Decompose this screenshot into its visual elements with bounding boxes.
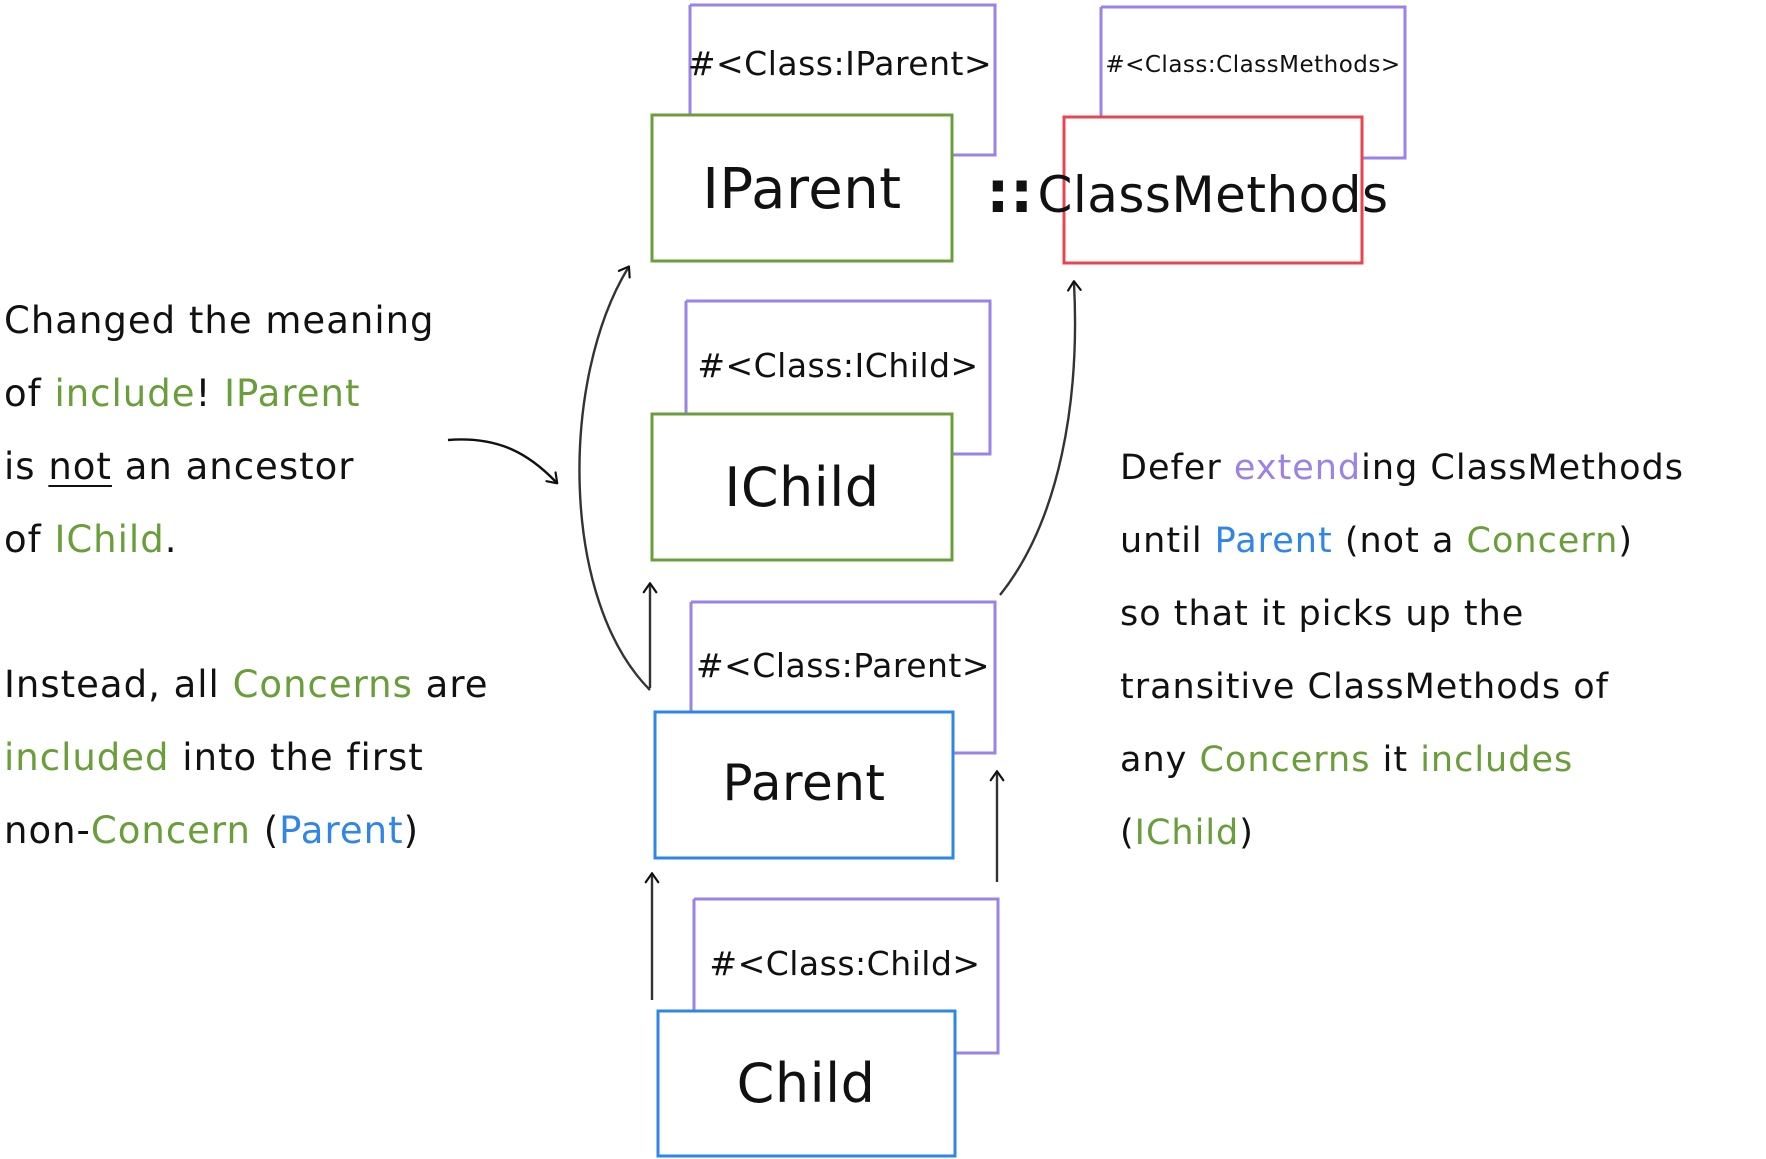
note-text: ): [403, 809, 420, 852]
note-keyword-concerns: Concerns: [1199, 740, 1371, 780]
note-text: non-: [4, 809, 91, 852]
parent-metaclass-label: #<Class:Parent>: [696, 646, 990, 685]
parent-label: Parent: [722, 754, 885, 812]
note-text: it: [1370, 740, 1421, 780]
ichild-box: [650, 412, 954, 562]
right-note-line: (IChild): [1120, 797, 1684, 870]
right-note: Defer extending ClassMethods until Paren…: [1120, 432, 1684, 870]
parent-box: [653, 710, 955, 860]
note-text: ): [1239, 813, 1254, 853]
note-keyword-ichild: IChild: [1134, 813, 1240, 853]
note-text: any: [1120, 740, 1200, 780]
ichild-label: IChild: [724, 456, 879, 519]
note-text: until: [1120, 521, 1215, 561]
right-note-line: Defer extending ClassMethods: [1120, 432, 1684, 505]
note-keyword-includes: includes: [1420, 740, 1574, 780]
arrow-parent-to-iparent: [578, 265, 651, 691]
note-keyword-concern: Concern: [90, 809, 251, 852]
classmethods-box: [1062, 115, 1364, 265]
note-text: ing ClassMethods: [1361, 448, 1684, 488]
left-note-line: of IChild.: [4, 503, 435, 576]
parent-group: #<Class:Parent> Parent: [653, 600, 997, 860]
left-note: Changed the meaning of include! IParent …: [4, 284, 435, 576]
note-text: .: [164, 518, 178, 561]
child-metaclass-label: #<Class:Child>: [709, 944, 980, 983]
right-note-line: any Concerns it includes: [1120, 724, 1684, 797]
note-keyword-ichild: IChild: [54, 518, 165, 561]
left-note-line: included into the first: [4, 721, 489, 794]
note-text: (: [250, 809, 280, 852]
note-text: is: [4, 445, 49, 488]
iparent-label: IParent: [702, 157, 901, 222]
note-text: into the first: [169, 736, 424, 779]
note-text: Instead, all: [4, 663, 233, 706]
note-text: of: [4, 372, 55, 415]
classmethods-group: #<Class:ClassMethods> ClassMethods: [1037, 5, 1407, 265]
arrow-note-to-ichild: [447, 438, 559, 485]
note-keyword-parent: Parent: [279, 809, 404, 852]
child-group: #<Class:Child> Child: [656, 897, 1000, 1158]
note-text: (not a: [1332, 521, 1467, 561]
note-text: an ancestor: [111, 445, 355, 488]
child-label: Child: [737, 1052, 876, 1115]
iparent-box: [650, 113, 954, 263]
note-keyword-iparent: IParent: [224, 372, 361, 415]
classmethods-metaclass-box: [1099, 5, 1407, 160]
note-keyword-concern: Concern: [1466, 521, 1619, 561]
right-note-line: so that it picks up the: [1120, 594, 1525, 634]
note-text: (: [1120, 813, 1135, 853]
ichild-metaclass-label: #<Class:IChild>: [697, 346, 978, 385]
note-text: !: [195, 372, 225, 415]
iparent-group: #<Class:IParent> IParent: [650, 3, 997, 263]
note-keyword-included: included: [4, 736, 170, 779]
classmethods-metaclass-label: #<Class:ClassMethods>: [1105, 52, 1400, 78]
scope-operator: ::: [986, 158, 1033, 226]
classmethods-label: ClassMethods: [1037, 166, 1388, 224]
note-text: ): [1618, 521, 1633, 561]
note-text: Defer: [1120, 448, 1234, 488]
ichild-metaclass-box: [684, 299, 992, 456]
note-keyword-include: include: [54, 372, 196, 415]
note-text: of: [4, 518, 55, 561]
left-note-line: Changed the meaning: [4, 299, 435, 342]
note-keyword-parent: Parent: [1214, 521, 1333, 561]
note-keyword-extend: extend: [1233, 448, 1362, 488]
note-text: are: [412, 663, 489, 706]
iparent-metaclass-box: [688, 3, 997, 157]
parent-metaclass-box: [689, 600, 997, 755]
left-note-line: non-Concern (Parent): [4, 794, 489, 867]
arrow-parent-meta-to-classmethods: [999, 280, 1082, 596]
left-note-second: Instead, all Concerns are included into …: [4, 648, 489, 867]
left-note-line: is not an ancestor: [4, 430, 435, 503]
note-emphasis-not: not: [48, 445, 112, 488]
left-note-line: Instead, all Concerns are: [4, 648, 489, 721]
note-keyword-concerns: Concerns: [232, 663, 413, 706]
iparent-metaclass-label: #<Class:IParent>: [688, 44, 992, 83]
child-metaclass-box: [692, 897, 1000, 1055]
left-note-line: of include! IParent: [4, 357, 435, 430]
ichild-group: #<Class:IChild> IChild: [650, 299, 992, 562]
right-note-line: transitive ClassMethods of: [1120, 667, 1609, 707]
right-note-line: until Parent (not a Concern): [1120, 505, 1684, 578]
child-box: [656, 1009, 957, 1158]
